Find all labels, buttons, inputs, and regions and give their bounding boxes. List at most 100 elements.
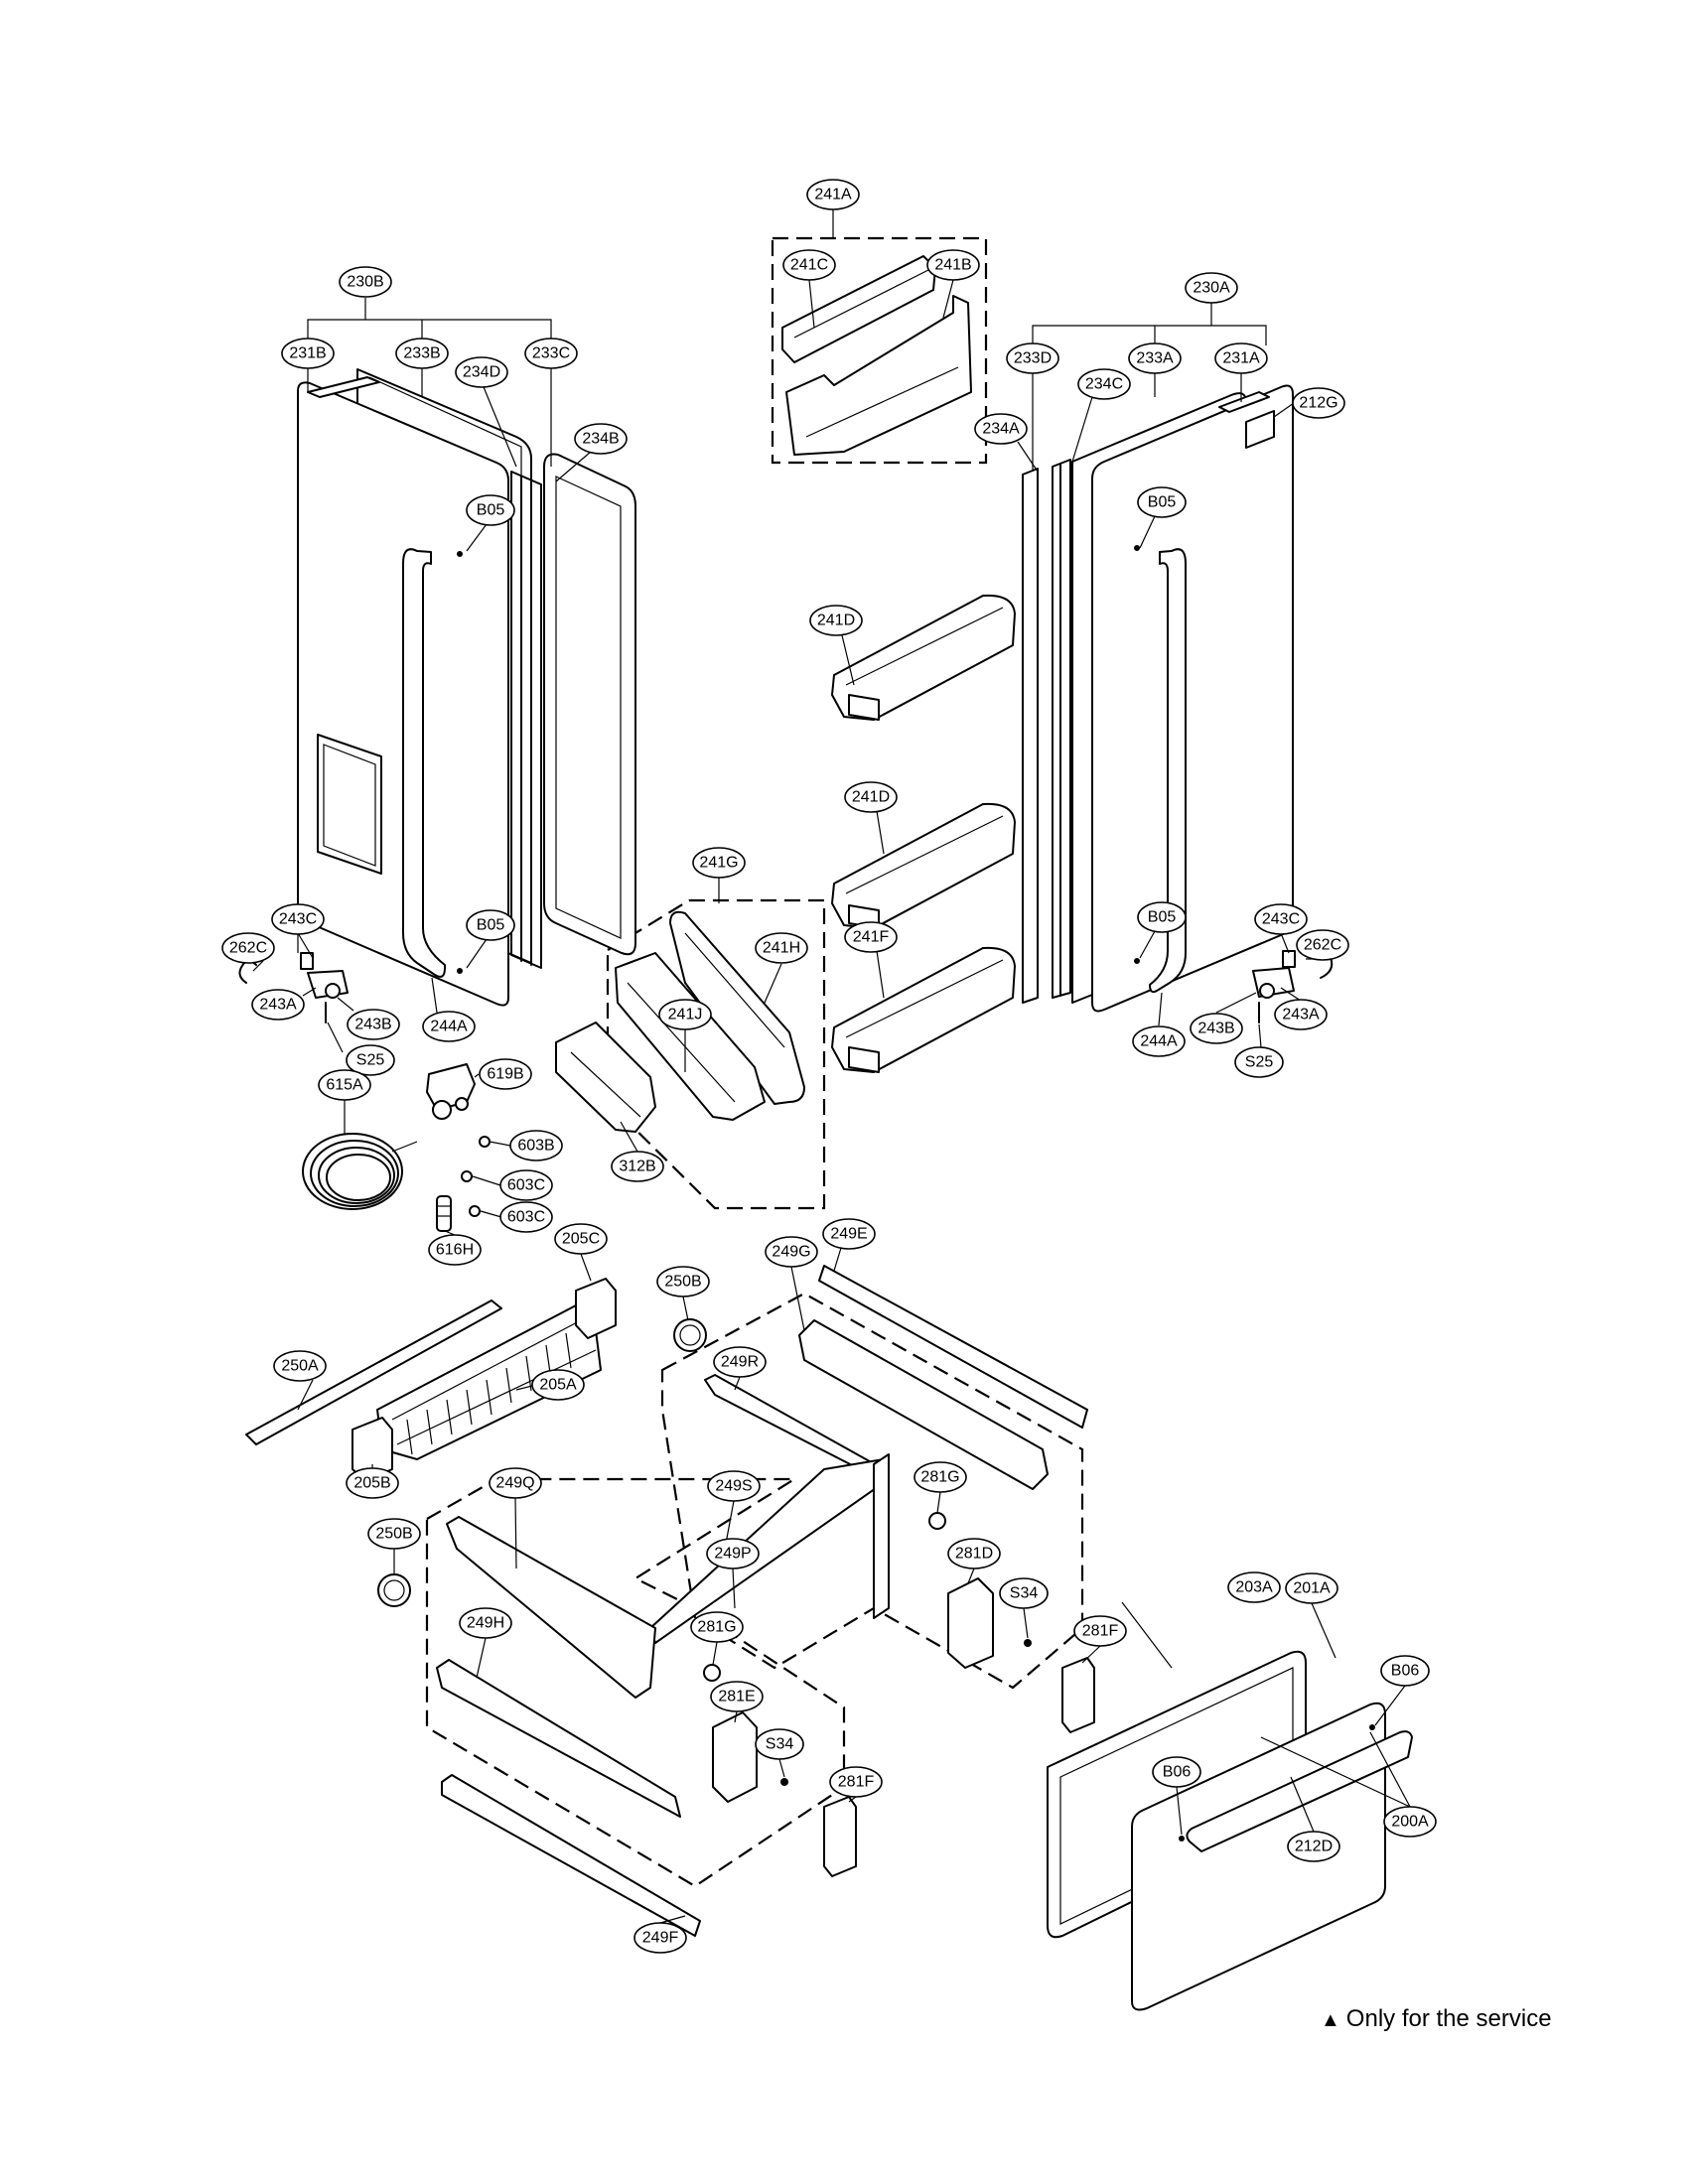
svg-text:205B: 205B <box>353 1475 390 1492</box>
svg-text:250B: 250B <box>375 1526 412 1543</box>
part-label-234b: 234B <box>574 423 628 455</box>
svg-text:249F: 249F <box>642 1930 679 1947</box>
svg-text:241F: 241F <box>853 929 890 946</box>
part-label-243c-right: 243C <box>1254 903 1308 935</box>
part-label-249s: 249S <box>707 1470 761 1502</box>
svg-text:615A: 615A <box>326 1077 363 1094</box>
part-label-241d-top: 241D <box>809 605 863 636</box>
svg-text:241D: 241D <box>852 789 890 806</box>
svg-text:241B: 241B <box>934 257 971 274</box>
svg-text:249E: 249E <box>830 1226 867 1243</box>
cover-281f-left <box>823 1796 857 1877</box>
svg-text:233D: 233D <box>1014 350 1052 367</box>
part-label-281g-right: 281G <box>914 1461 967 1493</box>
svg-text:249G: 249G <box>772 1244 810 1261</box>
group-249q-box <box>425 1477 846 1888</box>
part-label-234c: 234C <box>1077 368 1131 400</box>
part-label-312b: 312B <box>611 1151 664 1182</box>
svg-text:249H: 249H <box>467 1615 504 1632</box>
part-label-212d: 212D <box>1287 1831 1340 1862</box>
part-label-281f-right: 281F <box>1073 1615 1127 1647</box>
svg-text:233C: 233C <box>532 345 570 362</box>
part-label-249p: 249P <box>706 1538 760 1570</box>
part-label-281f-left: 281F <box>829 1766 883 1798</box>
frame-249p <box>649 1453 890 1644</box>
screw-s34-right <box>1024 1639 1032 1647</box>
svg-text:S34: S34 <box>1010 1585 1039 1602</box>
part-label-234d: 234D <box>455 356 508 388</box>
svg-text:250B: 250B <box>664 1274 701 1291</box>
svg-text:231A: 231A <box>1222 350 1260 367</box>
service-note: ▲Only for the service <box>1321 2005 1552 2033</box>
svg-text:B05: B05 <box>477 917 505 934</box>
svg-text:203A: 203A <box>1235 1579 1273 1596</box>
svg-text:230A: 230A <box>1193 280 1230 297</box>
svg-text:234A: 234A <box>982 421 1020 438</box>
part-label-616h: 616H <box>428 1234 482 1266</box>
part-label-262c-left: 262C <box>221 932 275 964</box>
svg-text:234D: 234D <box>463 364 500 381</box>
svg-text:230B: 230B <box>347 274 383 291</box>
part-label-205b: 205B <box>346 1467 399 1499</box>
part-label-244a-left: 244A <box>422 1011 476 1042</box>
svg-text:603C: 603C <box>507 1209 545 1226</box>
svg-text:241C: 241C <box>790 257 828 274</box>
svg-text:233A: 233A <box>1136 350 1174 367</box>
part-label-241g: 241G <box>692 847 746 879</box>
svg-text:241D: 241D <box>817 613 855 629</box>
part-label-230b: 230B <box>339 266 392 298</box>
part-label-212g: 212G <box>1292 387 1345 419</box>
gear-250b-bottom <box>377 1573 411 1607</box>
cover-281e <box>712 1711 758 1803</box>
svg-text:616H: 616H <box>436 1242 474 1259</box>
part-label-603c-upper: 603C <box>499 1169 553 1201</box>
part-label-s34-left: S34 <box>755 1728 804 1760</box>
part-label-603b: 603B <box>509 1130 563 1161</box>
part-label-619b: 619B <box>479 1058 532 1090</box>
part-label-201a: 201A <box>1285 1572 1338 1604</box>
svg-text:281G: 281G <box>920 1469 959 1486</box>
part-label-281g-left: 281G <box>690 1611 744 1643</box>
svg-text:212G: 212G <box>1299 395 1337 412</box>
svg-text:243C: 243C <box>279 911 317 928</box>
part-label-b06-left: B06 <box>1152 1756 1201 1788</box>
part-label-262c-right: 262C <box>1296 929 1349 961</box>
cover-281d <box>947 1577 994 1669</box>
part-label-b05-left-top: B05 <box>466 494 515 526</box>
part-label-231a: 231A <box>1214 342 1268 374</box>
svg-text:243A: 243A <box>1282 1007 1320 1024</box>
part-label-200a: 200A <box>1383 1806 1437 1838</box>
svg-text:233B: 233B <box>403 345 440 362</box>
part-label-s34-right: S34 <box>999 1577 1049 1609</box>
part-label-203a: 203A <box>1227 1571 1281 1603</box>
service-note-text: Only for the service <box>1345 2005 1552 2032</box>
part-label-250b-top: 250B <box>656 1266 710 1297</box>
part-label-249f: 249F <box>633 1922 687 1954</box>
svg-text:249Q: 249Q <box>495 1475 534 1492</box>
part-label-b05-right-top: B05 <box>1137 486 1187 518</box>
part-label-234a: 234A <box>974 413 1028 445</box>
bin-241f <box>831 946 1016 1073</box>
svg-text:243C: 243C <box>1262 911 1300 928</box>
part-label-s25-left: S25 <box>346 1044 395 1076</box>
part-label-244a-right: 244A <box>1132 1025 1186 1057</box>
bin-241c <box>781 255 936 363</box>
group-249g-box <box>660 1292 1084 1690</box>
part-label-230a: 230A <box>1185 272 1238 304</box>
rail-249e <box>818 1265 1088 1429</box>
svg-text:205A: 205A <box>539 1377 577 1394</box>
svg-text:241A: 241A <box>814 187 852 204</box>
cap-281g-left <box>703 1664 721 1682</box>
part-label-281e: 281E <box>710 1681 764 1712</box>
svg-text:S34: S34 <box>766 1736 794 1753</box>
part-label-249q: 249Q <box>489 1467 542 1499</box>
part-label-241a: 241A <box>806 179 860 210</box>
part-label-241c: 241C <box>782 249 836 281</box>
svg-text:234B: 234B <box>582 431 619 448</box>
cover-281f-right <box>1061 1657 1095 1733</box>
rail-249q <box>446 1516 656 1699</box>
part-label-b05-left-bottom: B05 <box>466 909 515 941</box>
part-label-243c-left: 243C <box>271 903 325 935</box>
svg-text:S25: S25 <box>1245 1054 1274 1071</box>
